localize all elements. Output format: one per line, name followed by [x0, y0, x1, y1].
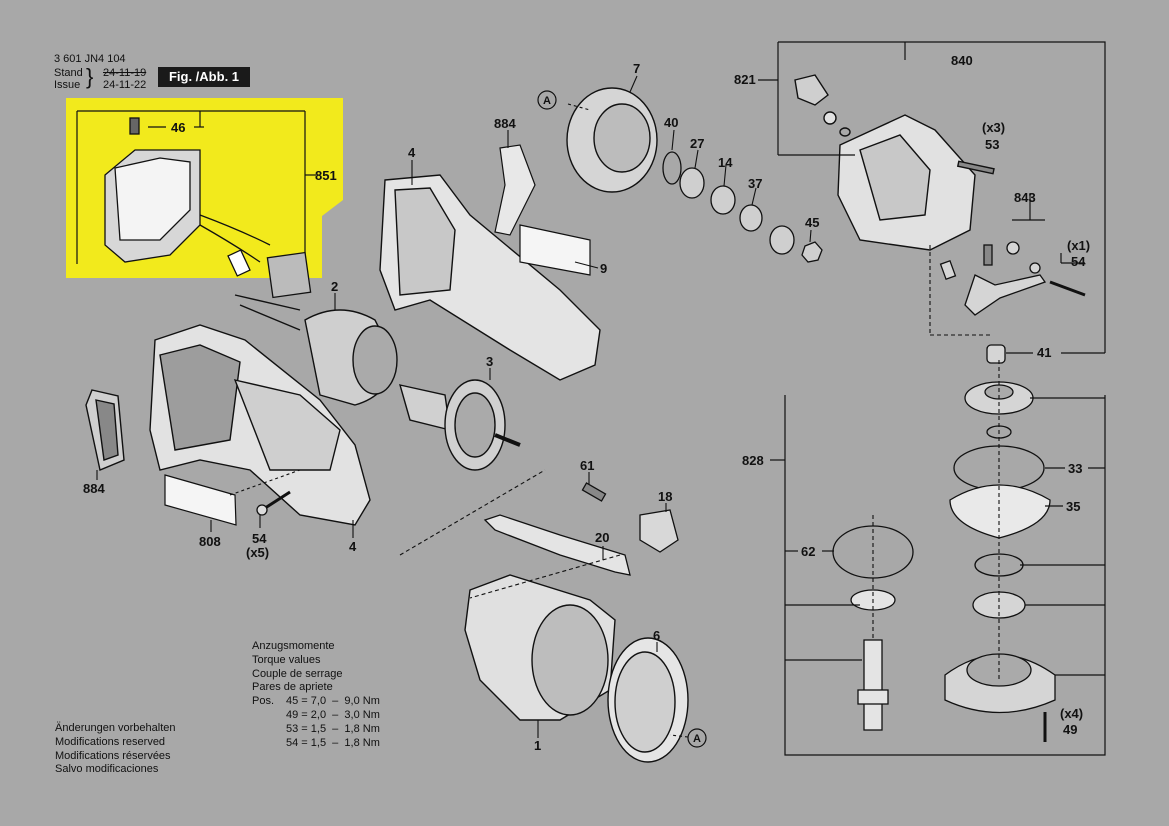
note-es: Salvo modificaciones [55, 763, 159, 776]
part-40[interactable]: 40 [664, 115, 678, 130]
modification-notes: Änderungen vorbehalten Modifications res… [55, 722, 175, 777]
part-9[interactable]: 9 [600, 261, 607, 276]
torque-row: 49 = 2,0 – 3,0 Nm [252, 709, 380, 723]
callout-a-top: A [543, 95, 551, 107]
part-18[interactable]: 18 [658, 489, 672, 504]
part-61[interactable]: 61 [580, 458, 594, 473]
part-labels[interactable]: 46 851 2 3 4 884 9 7 40 27 14 37 45 884 … [83, 53, 1090, 753]
torque-title-de: Anzugsmomente [252, 640, 335, 652]
torque-title-fr: Couple de serrage [252, 667, 343, 680]
part-46[interactable]: 46 [171, 120, 185, 135]
part-808[interactable]: 808 [199, 534, 221, 549]
part-45[interactable]: 45 [805, 215, 819, 230]
module-851-lines [76, 110, 316, 264]
torque-row: 54 = 1,5 – 1,8 Nm [252, 737, 380, 751]
stator-2-drawing [234, 294, 398, 406]
document-number: 3 601 JN4 104 [54, 53, 126, 65]
gear-cover-7-drawing [566, 87, 658, 193]
figure-label: Fig. /Abb. 1 [158, 67, 250, 87]
part-821[interactable]: 821 [734, 72, 756, 87]
part-4-bottom[interactable]: 4 [349, 539, 357, 554]
torque-pos-label: Pos. [252, 695, 275, 708]
torque-title-en: Torque values [252, 653, 321, 666]
bearing-parts-drawing [662, 151, 823, 263]
part-840[interactable]: 840 [951, 53, 973, 68]
note-fr: Modifications réservées [55, 749, 171, 762]
cover-884-top-drawing [494, 144, 536, 236]
torque-row-text: 49 = 2,0 – 3,0 Nm [286, 708, 380, 721]
plate-9-drawing [519, 224, 591, 276]
part-37[interactable]: 37 [748, 176, 762, 191]
switch-module-851 [104, 117, 312, 299]
part-7[interactable]: 7 [633, 61, 640, 76]
note-en: Modifications reserved [55, 735, 166, 748]
part-49-qty: (x4) [1060, 706, 1083, 721]
lever-20-drawing [483, 514, 631, 576]
part-884-top[interactable]: 884 [494, 116, 516, 131]
screw-54-drawing [256, 490, 291, 516]
note-de: Änderungen vorbehalten [55, 722, 176, 734]
part-6[interactable]: 6 [653, 628, 660, 643]
part-35[interactable]: 35 [1066, 499, 1080, 514]
part-27[interactable]: 27 [690, 136, 704, 151]
part-20[interactable]: 20 [595, 530, 609, 545]
torque-title-es: Pares de apriete [252, 681, 333, 694]
part-33[interactable]: 33 [1068, 461, 1082, 476]
issue-label: Issue [54, 79, 81, 91]
cover-884-drawing [85, 389, 125, 471]
issue-date: 24-11-22 [103, 79, 147, 91]
part-884-left[interactable]: 884 [83, 481, 105, 496]
housing-4-drawing [379, 174, 601, 381]
callout-a-bottom: A [693, 733, 701, 745]
label-808-drawing [164, 474, 237, 526]
part-53-qty: (x3) [982, 120, 1005, 135]
part-4-top[interactable]: 4 [408, 145, 416, 160]
part-54-right-qty: (x1) [1067, 238, 1090, 253]
housing-body-drawing [149, 324, 371, 526]
torque-row: 53 = 1,5 – 1,8 Nm [252, 723, 380, 737]
stand-date-old: 24-11-19 [103, 67, 147, 79]
switch-18-drawing [639, 509, 679, 553]
brace-symbol: } [86, 64, 94, 89]
bracket-lines [758, 41, 1106, 756]
part-54-left[interactable]: 54 [252, 531, 267, 546]
torque-row: Pos. 45 = 7,0 – 9,0 Nm [252, 695, 380, 709]
torque-row-text: 53 = 1,5 – 1,8 Nm [286, 722, 380, 735]
part-41[interactable]: 41 [1037, 345, 1051, 360]
spindle-lock-843-drawing [939, 241, 1086, 316]
part-62[interactable]: 62 [801, 544, 815, 559]
leader-lines [96, 75, 1000, 738]
part-2[interactable]: 2 [331, 279, 338, 294]
part-1[interactable]: 1 [534, 738, 541, 753]
part-53[interactable]: 53 [985, 137, 999, 152]
gear-head-drawing [794, 74, 995, 251]
torque-table: Anzugsmomente Torque values Couple de se… [252, 640, 380, 750]
part-3[interactable]: 3 [486, 354, 493, 369]
cover-6-drawing [607, 637, 689, 763]
stand-label: Stand [54, 67, 83, 79]
torque-row-text: 45 = 7,0 – 9,0 Nm [286, 695, 380, 708]
motor-housing-1-drawing [464, 574, 616, 721]
part-828[interactable]: 828 [742, 453, 764, 468]
torque-row-text: 54 = 1,5 – 1,8 Nm [286, 736, 380, 749]
part-851[interactable]: 851 [315, 168, 337, 183]
part-54-left-qty: (x5) [246, 545, 269, 560]
callout-a-circle-top [537, 90, 557, 110]
part-14[interactable]: 14 [718, 155, 733, 170]
right-stack-drawing [944, 344, 1056, 742]
brush-holder-61-drawing [581, 482, 607, 502]
callout-a-circle-bottom [687, 728, 707, 748]
armature-3-drawing [399, 379, 521, 471]
part-54-right[interactable]: 54 [1071, 254, 1086, 269]
part-843[interactable]: 843 [1014, 190, 1036, 205]
part-49[interactable]: 49 [1063, 722, 1077, 737]
